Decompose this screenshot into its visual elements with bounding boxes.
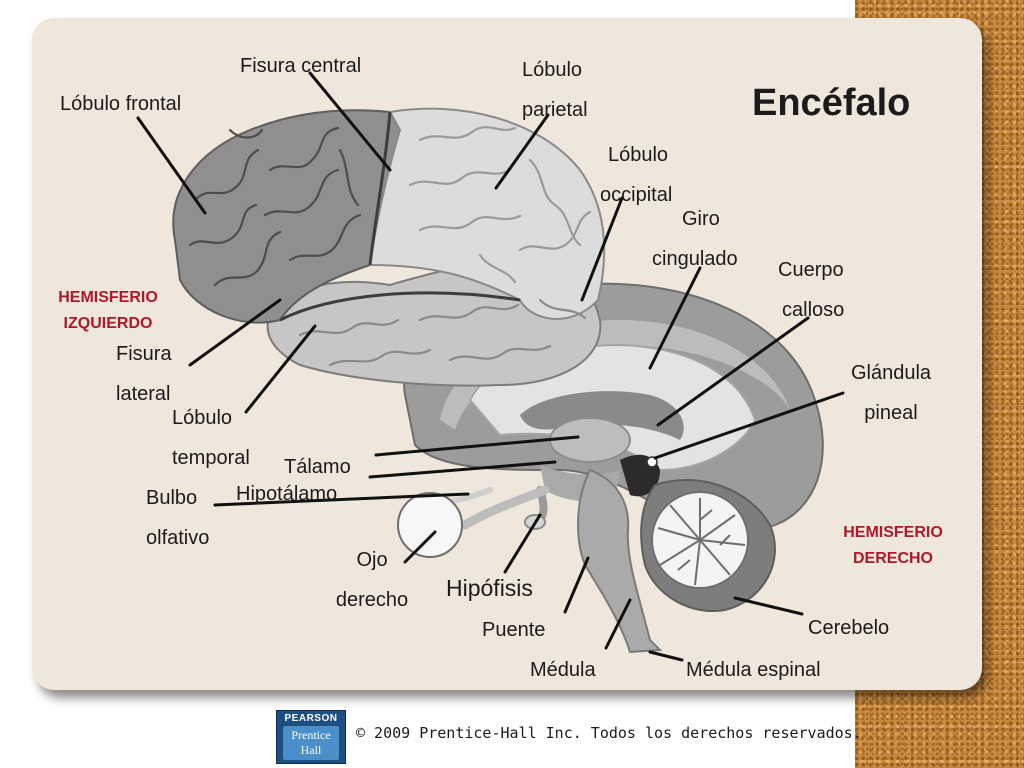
lateral-brain-hemisphere	[172, 107, 606, 387]
leader-cerebelo	[733, 596, 804, 616]
leader-hipofisis	[503, 513, 542, 574]
label-fisura-central: Fisura central	[240, 55, 362, 77]
label-fisura-lateral: Fisura lateral	[116, 343, 172, 405]
leader-lines	[136, 71, 845, 662]
pearson-logo: PEARSON Prentice Hall	[276, 710, 346, 764]
label-bulbo-olfativo: Bulbo olfativo	[146, 487, 210, 549]
label-ojo-derecho: Ojo derecho	[335, 549, 409, 611]
leader-hipotalamo	[368, 460, 557, 479]
label-medula-espinal: Médula espinal	[686, 659, 821, 681]
leader-lobulo-parietal	[494, 113, 550, 190]
leader-giro-cingulado	[648, 266, 702, 370]
leader-bulbo-olfativo	[213, 492, 470, 507]
label-cuerpo-calloso: Cuerpo calloso	[778, 259, 845, 321]
label-lobulo-frontal: Lóbulo frontal	[60, 93, 182, 115]
label-giro-cingulado: Giro cingulado	[652, 208, 738, 270]
label-lobulo-parietal: Lóbulo parietal	[522, 59, 588, 121]
diagram-title: Encéfalo	[752, 82, 911, 124]
label-hemisferio-derecho: HEMISFERIO DERECHO	[843, 524, 943, 567]
eye-shape	[397, 492, 463, 558]
brainstem-shape	[577, 468, 663, 654]
leader-ojo-derecho	[403, 530, 437, 564]
leader-puente	[563, 556, 590, 614]
label-hipofisis: Hipófisis	[446, 575, 533, 601]
label-hemisferio-izquierdo: HEMISFERIO IZQUIERDO	[58, 289, 158, 332]
label-cerebelo: Cerebelo	[808, 617, 890, 639]
leader-talamo	[374, 435, 580, 457]
leader-lobulo-temporal	[244, 324, 317, 414]
leader-lobulo-occipital	[580, 196, 624, 302]
footer: PEARSON Prentice Hall © 2009 Prentice-Ha…	[276, 710, 862, 764]
label-hipotalamo: Hipotálamo	[236, 483, 338, 505]
leader-glandula-pineal	[653, 391, 845, 460]
thalamus-shape	[549, 417, 631, 463]
copyright-text: © 2009 Prentice-Hall Inc. Todos los dere…	[356, 724, 862, 742]
leader-fisura-central	[308, 71, 392, 172]
leader-fisura-lateral	[188, 298, 282, 367]
leader-cuerpo-calloso	[656, 316, 810, 427]
label-lobulo-occipital: Lóbulo occipital	[600, 144, 673, 206]
leader-medula-espinal	[648, 650, 684, 662]
leader-medula	[604, 598, 632, 650]
leader-lobulo-frontal	[136, 116, 207, 215]
label-talamo: Tálamo	[284, 456, 351, 478]
label-puente: Puente	[482, 619, 546, 641]
label-medula: Médula	[530, 659, 596, 681]
label-lobulo-temporal: Lóbulo temporal	[172, 407, 250, 469]
label-glandula-pineal: Glándula pineal	[850, 362, 932, 424]
